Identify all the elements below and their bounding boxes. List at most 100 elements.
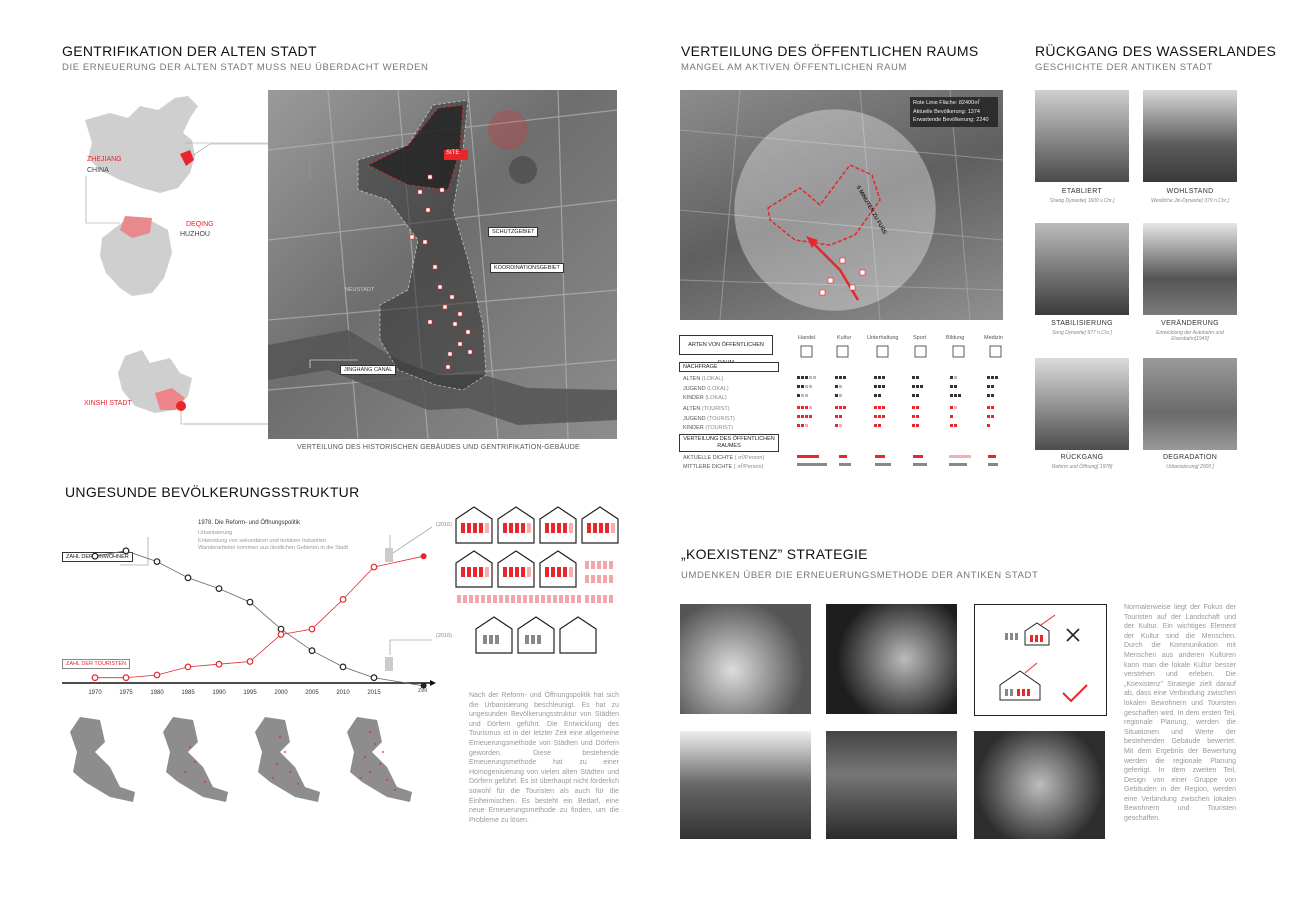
tick-1995: 1995	[243, 690, 257, 696]
tick-1990: 1990	[212, 690, 226, 696]
cat-kultur: Kultur	[837, 335, 852, 341]
house-row-3	[475, 616, 597, 654]
site-badge	[444, 150, 468, 160]
label-xinshi: XINSHI STADT	[84, 400, 132, 407]
point-residents-1985	[184, 574, 192, 582]
point-residents-2005	[308, 647, 316, 655]
info-line-1: Rote Linie Fläche: 82400㎡	[913, 100, 980, 106]
label-neustadt: NEUSTADT	[345, 287, 375, 293]
point-residents-1995	[246, 598, 254, 606]
point-tourists-2005	[308, 625, 316, 633]
site-zone	[366, 104, 464, 191]
density-map-4	[347, 717, 412, 802]
density-rows: AKTUELLE DICHTE ( ㎡/Person) MITTLERE DIC…	[683, 454, 764, 471]
annotation-title: 1978. Die Reform- und Öffnungspolitik	[198, 520, 300, 526]
zhejiang-map	[100, 218, 172, 296]
tourist-people-row	[457, 595, 613, 603]
density-unit-1: ( ㎡/Person)	[734, 455, 765, 461]
local-tag-2: (LOKAL)	[707, 385, 729, 392]
aerial-map	[268, 90, 617, 439]
label-koordination: KOORDINATIONSGEBIET	[490, 263, 564, 273]
house-row-2	[455, 550, 613, 588]
strategy-diagram-svg	[999, 614, 1088, 703]
point-tourists-1980	[153, 671, 161, 679]
tick-2010: 2010	[336, 690, 350, 696]
label-huzhou: HUZHOU	[180, 231, 210, 238]
label-rueckgang: RÜCKGANG	[1060, 454, 1104, 461]
public-space-title: VERTEILUNG DES ÖFFENTLICHEN RAUMS	[681, 43, 979, 59]
density-row-1: AKTUELLE DICHTE	[683, 455, 734, 461]
photo-degradation	[1143, 358, 1237, 450]
label-zhejiang: ZHEJIANG	[87, 156, 122, 163]
photo-rueckgang	[1035, 358, 1129, 450]
photo-children	[680, 604, 811, 714]
point-tourists-2010	[339, 595, 347, 603]
row-tourist-1: ALTEN	[683, 406, 701, 412]
sub-veraenderung: Entwicklung der Autobahn und Eisenbahn[1…	[1156, 330, 1224, 342]
tourist-tag-2: (TOURIST)	[707, 415, 735, 422]
photo-elders	[974, 731, 1105, 839]
zhejiang-highlight	[180, 150, 194, 166]
label-tourists: ZAHL DER TOURISTEN	[62, 659, 131, 669]
tick-2000: 2000	[274, 690, 288, 696]
photo-etabliert	[1035, 90, 1129, 182]
point-tourists-2000	[277, 631, 285, 638]
point-residents-1980	[153, 558, 161, 565]
label-deqing: DEQING	[186, 221, 214, 228]
aerial-map-overlay	[268, 90, 617, 439]
point-residents-1970	[91, 552, 99, 560]
china-map	[85, 96, 198, 193]
tick-1975: 1975	[119, 690, 133, 696]
point-tourists-1995	[246, 658, 254, 665]
info-line-2: Aktuelle Bevölkerung: 1374	[913, 108, 980, 115]
tourist-tag-1: (TOURIST)	[701, 406, 730, 412]
huzhou-highlight	[120, 216, 152, 238]
cat-unterhaltung: Unterhaltung	[867, 335, 899, 341]
density-map-2	[163, 717, 228, 802]
aerial-caption: VERTEILUNG DES HISTORISCHEN GEBÄUDES UND…	[297, 444, 580, 451]
cat-handel: Handel	[798, 335, 816, 341]
annotation-line-3: Wanderarbeiter kommen aus ländlichen Geb…	[198, 545, 348, 551]
photo-house	[826, 731, 957, 839]
density-unit-2: ( ㎡/Person)	[733, 463, 764, 470]
density-maps	[70, 717, 412, 802]
public-space-map	[680, 90, 1003, 320]
label-veraenderung: VERÄNDERUNG	[1161, 320, 1219, 327]
sub-stabilisierung: Song Dynastie[ 977 n.Chr.]	[1052, 330, 1112, 336]
row-tourist-2: JUGEND	[683, 415, 706, 422]
koexistenz-subtitle: UMDENKEN ÜBER DIE ERNEUERUNGSMETHODE DER…	[681, 570, 1039, 581]
point-tourists-2015	[370, 563, 378, 571]
info-box: Rote Linie Fläche: 82400㎡ Aktuelle Bevöl…	[910, 97, 998, 127]
map-connectors	[185, 142, 311, 425]
point-residents-2015	[370, 674, 378, 682]
tick-1970: 1970	[88, 690, 102, 696]
photo-wohlstand	[1143, 90, 1237, 182]
point-tourists-1990	[215, 660, 223, 668]
population-title: UNGESUNDE BEVÖLKERUNGSSTRUKTUR	[65, 484, 360, 500]
public-space-overlay	[680, 90, 1003, 320]
density-map-3	[255, 717, 320, 802]
wasserland-subtitle: GESCHICHTE DER ANTIKEN STADT	[1035, 62, 1214, 73]
cat-sport: Sport	[913, 335, 927, 341]
label-canal: JINGHANG CANAL	[340, 365, 397, 375]
table-header: ARTEN VON ÖFFENTLICHEN RAUM	[679, 335, 773, 366]
row-local-3: KINDER	[683, 395, 704, 401]
point-tourists-end	[420, 553, 427, 560]
axis-label-zeit: Zeit	[418, 688, 428, 694]
cat-medizin: Medizin	[984, 335, 1003, 341]
strategy-diagram	[974, 604, 1107, 716]
row-tourist-3: KINDER	[683, 425, 704, 431]
series-line-tourists	[95, 555, 424, 679]
cat-bildung: Bildung	[946, 335, 965, 341]
gentrification-title: GENTRIFIKATION DER ALTEN STADT	[62, 43, 317, 59]
label-degradation: DEGRADATION	[1162, 454, 1218, 461]
density-row-2: MITTLERE DICHTE	[683, 463, 733, 470]
label-etabliert: ETABLIERT	[1061, 188, 1103, 195]
photo-women	[680, 731, 811, 839]
year-2016-a: (2016)	[436, 522, 452, 528]
location-maps	[85, 96, 268, 425]
row-local-2: JUGEND	[683, 385, 706, 392]
pie-b	[509, 156, 537, 184]
tick-2015: 2015	[367, 690, 381, 696]
photo-veraenderung	[1143, 223, 1237, 315]
